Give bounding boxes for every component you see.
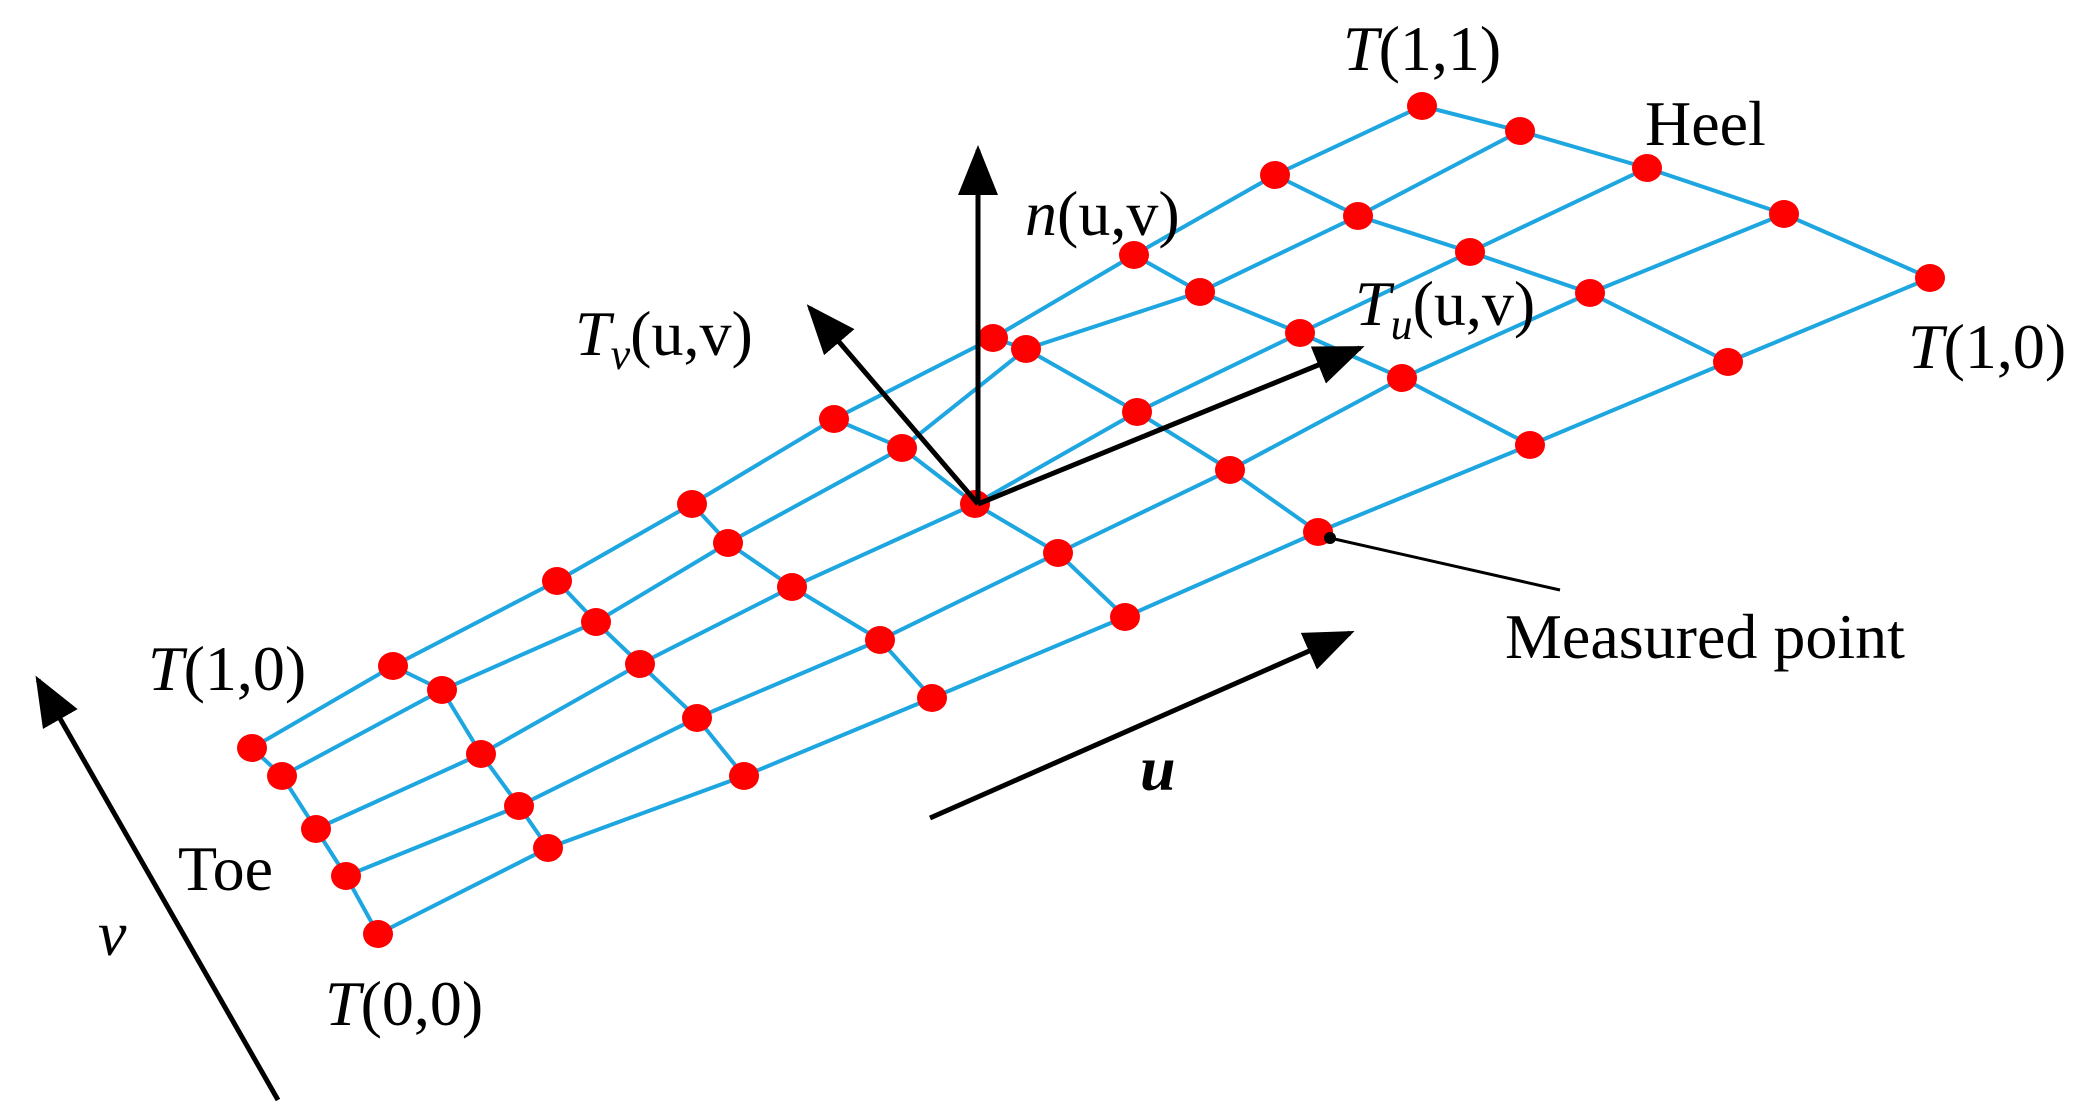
measured-point xyxy=(1407,92,1437,120)
measured-point xyxy=(1185,278,1215,306)
measured-point xyxy=(542,567,572,595)
label-v-axis: v xyxy=(98,898,127,969)
measured-point xyxy=(713,529,743,557)
measured-point-leader xyxy=(1329,536,1561,592)
measured-point xyxy=(1215,456,1245,484)
u-direction-arrow xyxy=(928,630,1355,821)
measured-point xyxy=(581,608,611,636)
measured-point xyxy=(1343,202,1373,230)
measured-point xyxy=(533,834,563,862)
measured-point xyxy=(625,650,655,678)
measured-point xyxy=(777,573,807,601)
measured-point xyxy=(677,490,707,518)
label-toe: Toe xyxy=(178,833,273,904)
measured-point xyxy=(466,740,496,768)
measured-point xyxy=(1110,603,1140,631)
label-t00: T(0,0) xyxy=(325,968,483,1039)
label-t10-left: T(1,0) xyxy=(148,633,306,704)
measured-point xyxy=(729,762,759,790)
measured-point xyxy=(1505,117,1535,145)
measured-point xyxy=(865,626,895,654)
measured-point xyxy=(887,434,917,462)
measured-point xyxy=(1713,348,1743,376)
measured-point xyxy=(237,734,267,762)
measured-point xyxy=(917,684,947,712)
measured-point xyxy=(682,704,712,732)
measured-point xyxy=(363,920,393,948)
measured-point xyxy=(1575,279,1605,307)
label-normal: n(u,v) xyxy=(1025,178,1180,249)
measured-point xyxy=(1122,398,1152,426)
measured-point xyxy=(1769,200,1799,228)
measured-point xyxy=(504,792,534,820)
v-direction-arrow xyxy=(35,675,281,1102)
label-u-axis: u xyxy=(1140,733,1176,804)
label-t11: T(1,1) xyxy=(1343,13,1501,84)
tangent-u-arrow xyxy=(977,345,1365,507)
label-tangent-v: Tv(u,v) xyxy=(575,298,753,379)
measured-point xyxy=(378,652,408,680)
measured-point xyxy=(1285,319,1315,347)
measured-point xyxy=(1515,431,1545,459)
measured-point xyxy=(1011,335,1041,363)
label-tangent-u: Tu(u,v) xyxy=(1355,268,1535,349)
measured-points xyxy=(237,92,1945,948)
label-t10-right: T(1,0) xyxy=(1908,311,2066,382)
measured-point xyxy=(267,762,297,790)
measured-point xyxy=(331,862,361,890)
tangent-v-arrow xyxy=(806,304,980,506)
measured-point xyxy=(1260,161,1290,189)
measured-point xyxy=(1915,264,1945,292)
measured-point xyxy=(301,815,331,843)
measured-point xyxy=(427,676,457,704)
measured-point xyxy=(978,324,1008,352)
measured-point xyxy=(819,405,849,433)
measured-point xyxy=(1043,539,1073,567)
measured-point xyxy=(1632,154,1662,182)
measured-point xyxy=(1455,238,1485,266)
label-measured-point: Measured point xyxy=(1505,601,1905,672)
measured-point-dot xyxy=(1324,532,1336,544)
measured-point xyxy=(1119,241,1149,269)
measured-point xyxy=(1387,364,1417,392)
grid-v-line xyxy=(555,579,746,778)
label-heel: Heel xyxy=(1645,88,1766,159)
grid-v-line xyxy=(992,336,1320,534)
